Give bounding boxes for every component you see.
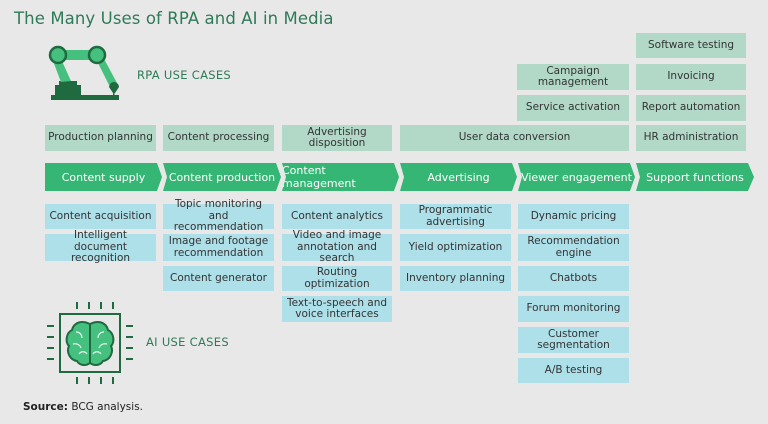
value-chain-step-advertising: Advertising (400, 163, 517, 191)
ai-use-case: Content generator (163, 266, 274, 291)
value-chain-step-content-supply: Content supply (45, 163, 162, 191)
value-chain-step-support-functions: Support functions (636, 163, 754, 191)
ai-use-case: Topic monitoring and recommendation (163, 199, 274, 233)
ai-use-case: Inventory planning (400, 266, 511, 291)
ai-section-label: AI USE CASES (146, 335, 229, 349)
brain-chip-icon (47, 302, 133, 384)
robot-arm-icon (48, 45, 119, 100)
rpa-use-case: Software testing (636, 33, 746, 58)
ai-use-case: Programmatic advertising (400, 204, 511, 229)
rpa-section-label: RPA USE CASES (137, 68, 232, 82)
ai-use-case: Yield optimization (400, 234, 511, 261)
value-chain-step-content-management: Content management (282, 163, 399, 191)
ai-use-case: Intelligent document recognition (45, 230, 156, 264)
rpa-use-case: Production planning (45, 125, 156, 151)
page-title: The Many Uses of RPA and AI in Media (14, 9, 334, 28)
ai-use-case: Forum monitoring (518, 296, 629, 322)
ai-use-case: Recommendation engine (518, 234, 629, 261)
ai-use-case: Content acquisition (45, 204, 156, 229)
rpa-use-case: Service activation (517, 95, 629, 121)
ai-use-case: Chatbots (518, 266, 629, 291)
rpa-use-case: Report automation (636, 95, 746, 121)
rpa-use-case: Campaign management (517, 64, 629, 90)
rpa-use-case: HR administration (636, 125, 746, 151)
ai-use-case: Video and image annotation and search (282, 230, 392, 264)
ai-use-case: Customer segmentation (518, 327, 629, 353)
ai-use-case: Routing optimization (282, 266, 392, 291)
source-note: Source: BCG analysis. (23, 401, 143, 413)
ai-use-case: Image and footage recommendation (163, 234, 274, 261)
rpa-use-case: Advertising disposition (282, 125, 392, 151)
ai-use-case: A/B testing (518, 358, 629, 383)
ai-use-case: Dynamic pricing (518, 204, 629, 229)
ai-use-case: Text-to-speech and voice interfaces (282, 296, 392, 322)
rpa-use-case: Content processing (163, 125, 274, 151)
value-chain-step-content-production: Content production (163, 163, 281, 191)
value-chain-step-viewer-engagement: Viewer engagement (518, 163, 635, 191)
ai-use-case: Content analytics (282, 204, 392, 229)
rpa-use-case: User data conversion (400, 125, 629, 151)
rpa-use-case: Invoicing (636, 64, 746, 90)
